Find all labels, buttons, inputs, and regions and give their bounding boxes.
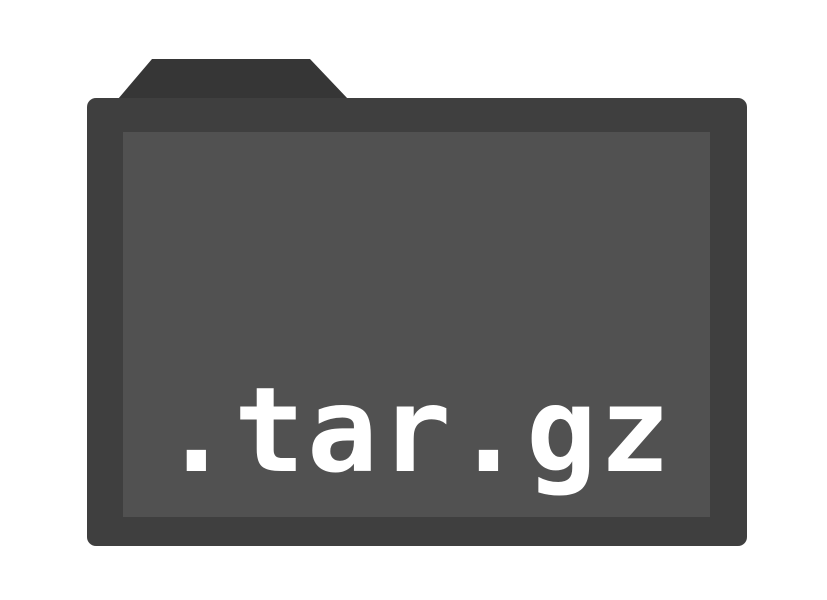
folder-inner-panel [123, 132, 710, 517]
folder-tab-shape [118, 59, 348, 99]
file-extension-label: .tar.gz [160, 361, 673, 499]
folder-tab-path [118, 59, 348, 99]
